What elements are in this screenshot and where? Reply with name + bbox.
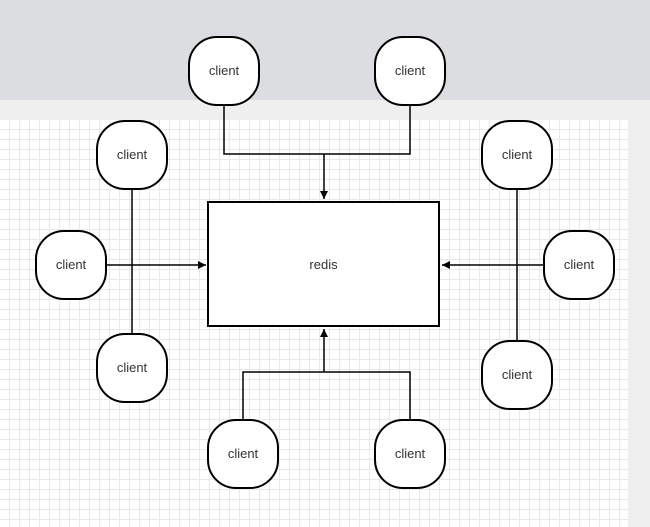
- client-label: client: [395, 63, 426, 78]
- client-label: client: [228, 446, 259, 461]
- left-connector[interactable]: [106, 190, 206, 333]
- client-label: client: [502, 147, 533, 162]
- client-label: client: [209, 63, 240, 78]
- client-label: client: [395, 446, 426, 461]
- client-node-right-bottom[interactable]: client: [481, 340, 553, 410]
- client-node-left-middle[interactable]: client: [35, 230, 107, 300]
- client-node-right-middle[interactable]: client: [543, 230, 615, 300]
- bottom-connector[interactable]: [242, 329, 411, 419]
- client-label: client: [502, 367, 533, 382]
- client-node-bottom-left[interactable]: client: [207, 419, 279, 489]
- redis-server-label: redis: [309, 257, 338, 272]
- toolbar-area: [0, 0, 650, 100]
- canvas-right-margin: [628, 100, 650, 527]
- top-connector[interactable]: [223, 104, 411, 199]
- client-label: client: [56, 257, 87, 272]
- client-label: client: [117, 147, 148, 162]
- client-node-top-right[interactable]: client: [374, 36, 446, 106]
- redis-server-box[interactable]: redis: [207, 201, 440, 327]
- client-node-bottom-right[interactable]: client: [374, 419, 446, 489]
- client-node-left-top[interactable]: client: [96, 120, 168, 190]
- client-node-right-top[interactable]: client: [481, 120, 553, 190]
- client-label: client: [564, 257, 595, 272]
- right-connector[interactable]: [442, 190, 544, 340]
- client-label: client: [117, 360, 148, 375]
- client-node-top-left[interactable]: client: [188, 36, 260, 106]
- client-node-left-bottom[interactable]: client: [96, 333, 168, 403]
